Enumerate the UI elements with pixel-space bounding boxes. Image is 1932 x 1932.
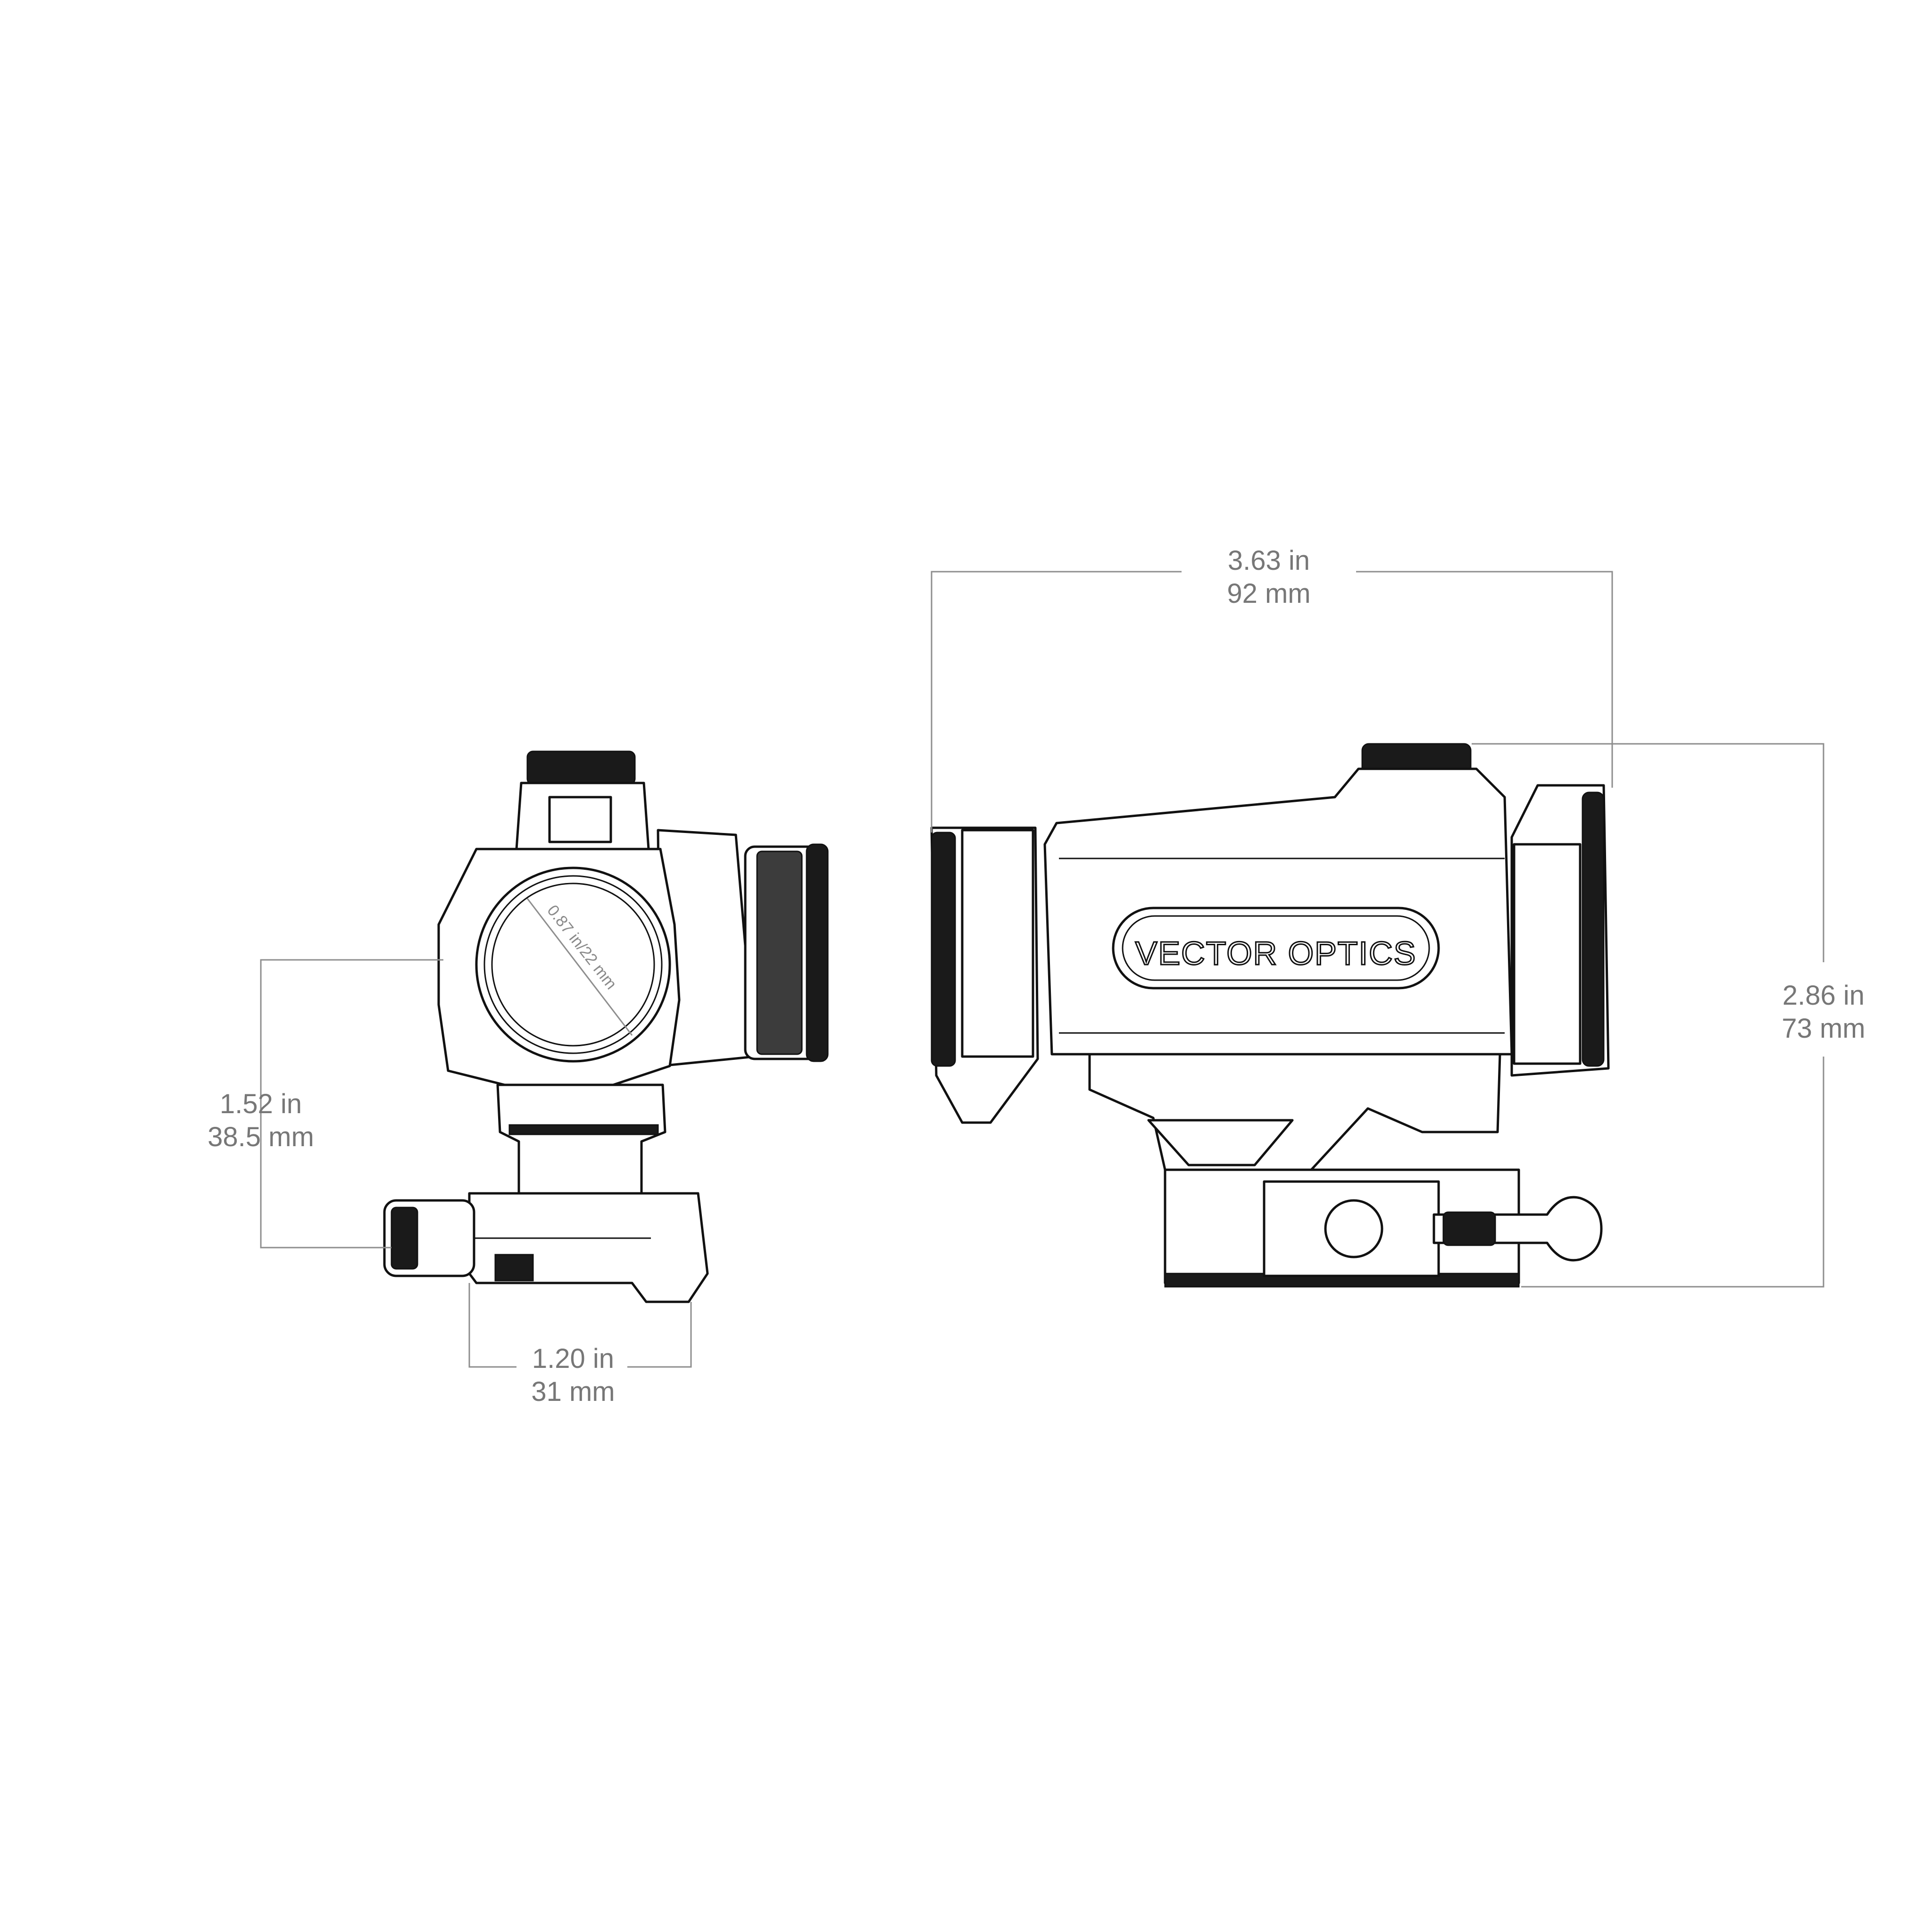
front-neck bbox=[496, 1083, 666, 1209]
front-width-mm: 31 mm bbox=[531, 1376, 615, 1407]
side-front-knurl bbox=[961, 829, 1034, 1058]
side-height-dim-line-bottom bbox=[1521, 1057, 1824, 1288]
front-windage-cap bbox=[806, 843, 829, 1062]
side-length-mm: 92 mm bbox=[1227, 578, 1310, 609]
side-height-dim-line-top bbox=[1472, 743, 1824, 962]
side-qd-lever bbox=[1432, 1196, 1603, 1262]
front-width-dim-line-left bbox=[468, 1283, 516, 1368]
front-view: 0.87 in/22 mm bbox=[383, 750, 829, 1303]
side-height-mm: 73 mm bbox=[1782, 1013, 1865, 1044]
side-qd-pivot bbox=[1324, 1199, 1383, 1258]
front-windage-knurl bbox=[756, 850, 803, 1055]
front-turret-cap bbox=[526, 750, 636, 785]
front-neck-band bbox=[508, 1124, 659, 1135]
side-length-dim-line-right bbox=[1356, 571, 1613, 788]
side-view: VECTOR OPTICS bbox=[930, 743, 1610, 1288]
side-height-inches: 2.86 in bbox=[1782, 980, 1865, 1011]
front-clamp-lever-grip bbox=[391, 1207, 418, 1270]
front-turret-collar bbox=[548, 796, 612, 843]
front-diameter-line bbox=[526, 898, 633, 1036]
side-length-dimension: 3.63 in 92 mm bbox=[931, 545, 1613, 833]
front-width-dimension: 1.20 in 31 mm bbox=[468, 1283, 692, 1407]
front-lens-inner-ring bbox=[483, 875, 663, 1054]
side-logo-plate bbox=[1112, 907, 1440, 990]
side-mount bbox=[1088, 1053, 1501, 1171]
front-width-inches: 1.20 in bbox=[532, 1343, 614, 1374]
front-height-dim-line bbox=[260, 959, 443, 1249]
front-height-inches: 1.52 in bbox=[220, 1089, 302, 1119]
side-logo-plate-inner bbox=[1122, 915, 1430, 981]
front-clamp-base bbox=[468, 1192, 709, 1303]
side-length-dim-line-left bbox=[931, 571, 1182, 833]
side-rear-knurl bbox=[1513, 843, 1582, 1065]
front-rail-slot bbox=[494, 1254, 534, 1282]
side-mount-cutout bbox=[1147, 1119, 1294, 1166]
side-front-cap-edge bbox=[931, 832, 956, 1067]
front-height-dimension: 1.52 in 38.5 mm bbox=[208, 959, 443, 1249]
side-length-inches: 3.63 in bbox=[1228, 545, 1310, 576]
side-qd-lever-grip bbox=[1442, 1211, 1496, 1246]
side-height-dimension: 2.86 in 73 mm bbox=[1472, 743, 1865, 1288]
front-width-dim-line-right bbox=[627, 1302, 692, 1368]
side-brand-logo: VECTOR OPTICS bbox=[1135, 935, 1416, 972]
front-height-mm: 38.5 mm bbox=[208, 1122, 314, 1152]
side-rear-cap-edge bbox=[1582, 791, 1605, 1067]
front-lens bbox=[491, 883, 655, 1047]
front-lens-outer-ring bbox=[475, 866, 671, 1063]
